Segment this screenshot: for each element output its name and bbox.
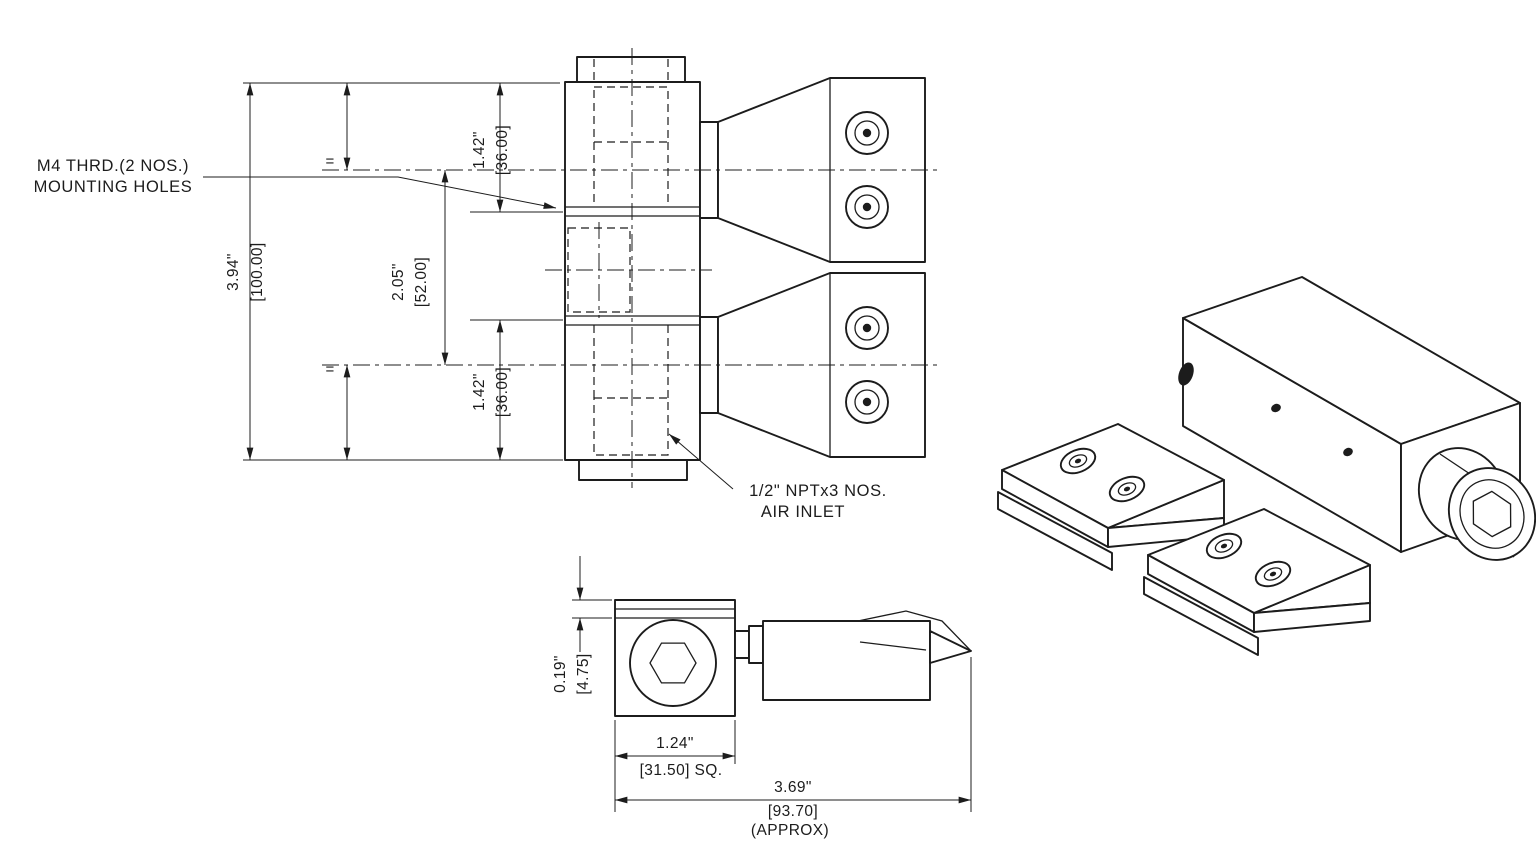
dim-top-spacing-inch: 1.42"	[471, 131, 488, 169]
mounting-holes-note-line2: MOUNTING HOLES	[34, 178, 193, 196]
front-view-geometry	[322, 48, 940, 488]
iso-socket-screw	[1059, 447, 1097, 475]
side-view-geometry	[614, 599, 972, 717]
front-view: 3.94" [100.00] = = 2.05" [52.00] 1.42" […	[34, 48, 940, 521]
socket-screw	[845, 306, 889, 350]
iso-hex-socket	[1472, 490, 1512, 538]
front-view-annotations: M4 THRD.(2 NOS.) MOUNTING HOLES 1/2" NPT…	[34, 157, 887, 521]
blade-top-edge	[857, 610, 972, 652]
dim-center-spacing-inch: 2.05"	[390, 263, 407, 301]
dim-overall-length-inch: 3.69"	[774, 779, 812, 796]
mounting-holes-note-line1: M4 THRD.(2 NOS.)	[37, 157, 189, 175]
iso-top-hole	[1271, 403, 1281, 413]
iso-socket-screw	[1205, 532, 1243, 560]
dim-plate-thickness-inch: 0.19"	[552, 655, 569, 693]
air-inlet-leader	[668, 433, 734, 490]
nozzle-side-profile	[762, 620, 931, 701]
dim-overall-length-note: (APPROX)	[751, 822, 829, 839]
side-view-dimensions: 0.19" [4.75] 1.24" [31.50] SQ. 3.69" [93…	[552, 556, 972, 839]
air-inlet-note-line2: AIR INLET	[761, 503, 845, 521]
dim-overall-height-mm: [100.00]	[249, 242, 266, 301]
iso-top-hole	[1343, 447, 1353, 457]
iso-end-plug-screw	[1417, 447, 1536, 561]
hex-socket	[649, 642, 697, 684]
dim-bottom-spacing-inch: 1.42"	[471, 373, 488, 411]
socket-screw	[845, 111, 889, 155]
mounting-holes-leader	[203, 176, 557, 209]
manifold-top-tab	[576, 56, 686, 83]
dim-bottom-spacing-mm: [36.00]	[494, 367, 511, 417]
iso-socket-screw	[1108, 475, 1146, 503]
dim-body-square-mm: [31.50] SQ.	[640, 762, 723, 779]
equal-spacing-mark-bottom: =	[326, 361, 335, 378]
dim-body-square-inch: 1.24"	[656, 735, 694, 752]
iso-nozzle-assembly	[1143, 508, 1371, 656]
dim-overall-length-mm: [93.70]	[768, 803, 818, 820]
dim-center-spacing-mm: [52.00]	[413, 257, 430, 307]
dim-top-spacing-mm: [36.00]	[494, 125, 511, 175]
front-view-dimensions: 3.94" [100.00] = = 2.05" [52.00] 1.42" […	[225, 82, 563, 461]
socket-screw	[845, 380, 889, 424]
equal-spacing-mark-top: =	[326, 153, 335, 170]
dim-plate-thickness-mm: [4.75]	[575, 653, 592, 694]
dim-overall-height-inch: 3.94"	[225, 253, 242, 291]
blade-tip	[929, 630, 972, 664]
top-port-hidden	[593, 59, 669, 207]
manifold-bottom-tab	[578, 459, 688, 481]
iso-left-port-hole	[1178, 362, 1194, 386]
socket-screw	[845, 185, 889, 229]
air-inlet-note-line1: 1/2" NPTx3 NOS.	[749, 482, 887, 500]
isometric-view	[997, 276, 1536, 656]
side-view: 0.19" [4.75] 1.24" [31.50] SQ. 3.69" [93…	[552, 556, 972, 839]
side-socket-screw	[629, 619, 717, 707]
iso-socket-screw	[1254, 560, 1292, 588]
iso-nozzle-assembly	[997, 423, 1225, 571]
